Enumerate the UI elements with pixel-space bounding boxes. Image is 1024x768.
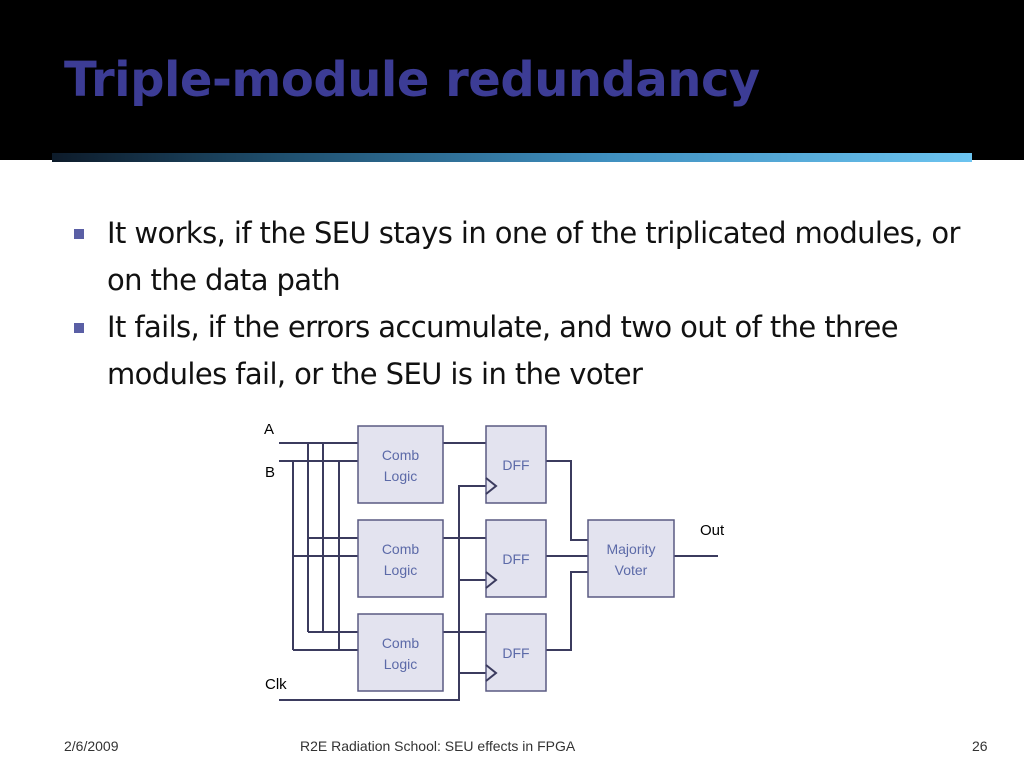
block-label: DFF (502, 645, 529, 661)
block-shape (485, 519, 547, 598)
title-bar: Triple-module redundancy (0, 0, 1024, 160)
block-shape (357, 519, 444, 598)
block-label: Logic (384, 562, 417, 578)
block-shape (485, 613, 547, 692)
block-label: DFF (502, 457, 529, 473)
block-shape (357, 425, 444, 504)
page-number: 26 (972, 738, 988, 754)
bullet-list: It works, if the SEU stays in one of the… (72, 210, 972, 398)
bullet-item: It fails, if the errors accumulate, and … (72, 304, 972, 398)
dff-block: DFF (485, 425, 547, 504)
dff-block: DFF (485, 519, 547, 598)
comb-logic-block: Comb Logic (357, 613, 444, 692)
input-a-label: A (264, 421, 274, 438)
clock-label: Clk (265, 676, 287, 693)
block-label: Comb (382, 447, 420, 463)
clock-triangle-icon (485, 664, 498, 682)
block-label: Comb (382, 541, 420, 557)
square-bullet-icon (74, 323, 84, 333)
clock-triangle-icon (485, 477, 498, 495)
majority-voter-block: Majority Voter (587, 519, 675, 598)
clock-triangle-icon (485, 571, 498, 589)
block-shape (357, 613, 444, 692)
block-label: Majority (606, 541, 655, 557)
bullet-text: It fails, if the errors accumulate, and … (107, 310, 899, 391)
dff-block: DFF (485, 613, 547, 692)
block-label: DFF (502, 551, 529, 567)
square-bullet-icon (74, 229, 84, 239)
title-accent-line (52, 153, 972, 162)
comb-logic-block: Comb Logic (357, 519, 444, 598)
bullet-text: It works, if the SEU stays in one of the… (107, 216, 960, 297)
block-label: Voter (615, 562, 648, 578)
block-label: Logic (384, 468, 417, 484)
footer-title: R2E Radiation School: SEU effects in FPG… (300, 738, 576, 754)
comb-logic-block: Comb Logic (357, 425, 444, 504)
output-label: Out (700, 522, 725, 539)
block-label: Comb (382, 635, 420, 651)
input-b-label: B (265, 464, 275, 481)
clock-wire (279, 485, 486, 701)
wire (546, 460, 588, 541)
slide-title: Triple-module redundancy (64, 52, 760, 108)
bullet-item: It works, if the SEU stays in one of the… (72, 210, 972, 304)
block-label: Logic (384, 656, 417, 672)
wire (546, 571, 588, 651)
block-shape (485, 425, 547, 504)
wires (279, 442, 718, 701)
footer-date: 2/6/2009 (64, 738, 119, 754)
block-shape (587, 519, 675, 598)
